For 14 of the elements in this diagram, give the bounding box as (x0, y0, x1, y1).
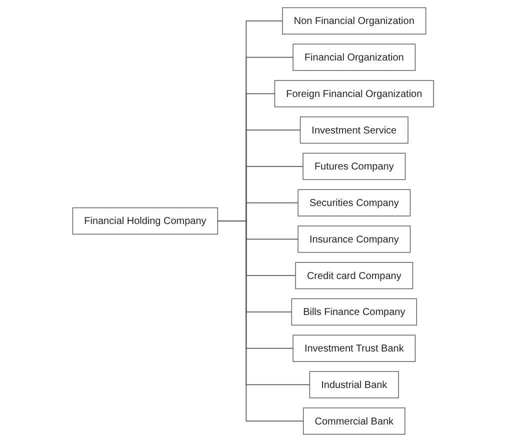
node-box: Bills Finance Company (291, 298, 417, 326)
node-box: Commercial Bank (302, 408, 406, 435)
node-box: Financial Organization (292, 44, 416, 71)
node-box: Futures Company (302, 152, 406, 180)
node-box: Investment Trust Bank (292, 334, 416, 362)
node-box: Financial Holding Company (72, 207, 218, 235)
node-box: Foreign Financial Organization (274, 80, 434, 108)
node-box: Insurance Company (298, 226, 410, 253)
node-box: Securities Company (298, 189, 410, 216)
connector (217, 220, 304, 422)
node-box: Non Financial Organization (282, 7, 426, 34)
node-box: Industrial Bank (309, 371, 399, 398)
node-box: Credit card Company (295, 262, 413, 290)
node-box: Investment Service (300, 116, 408, 144)
